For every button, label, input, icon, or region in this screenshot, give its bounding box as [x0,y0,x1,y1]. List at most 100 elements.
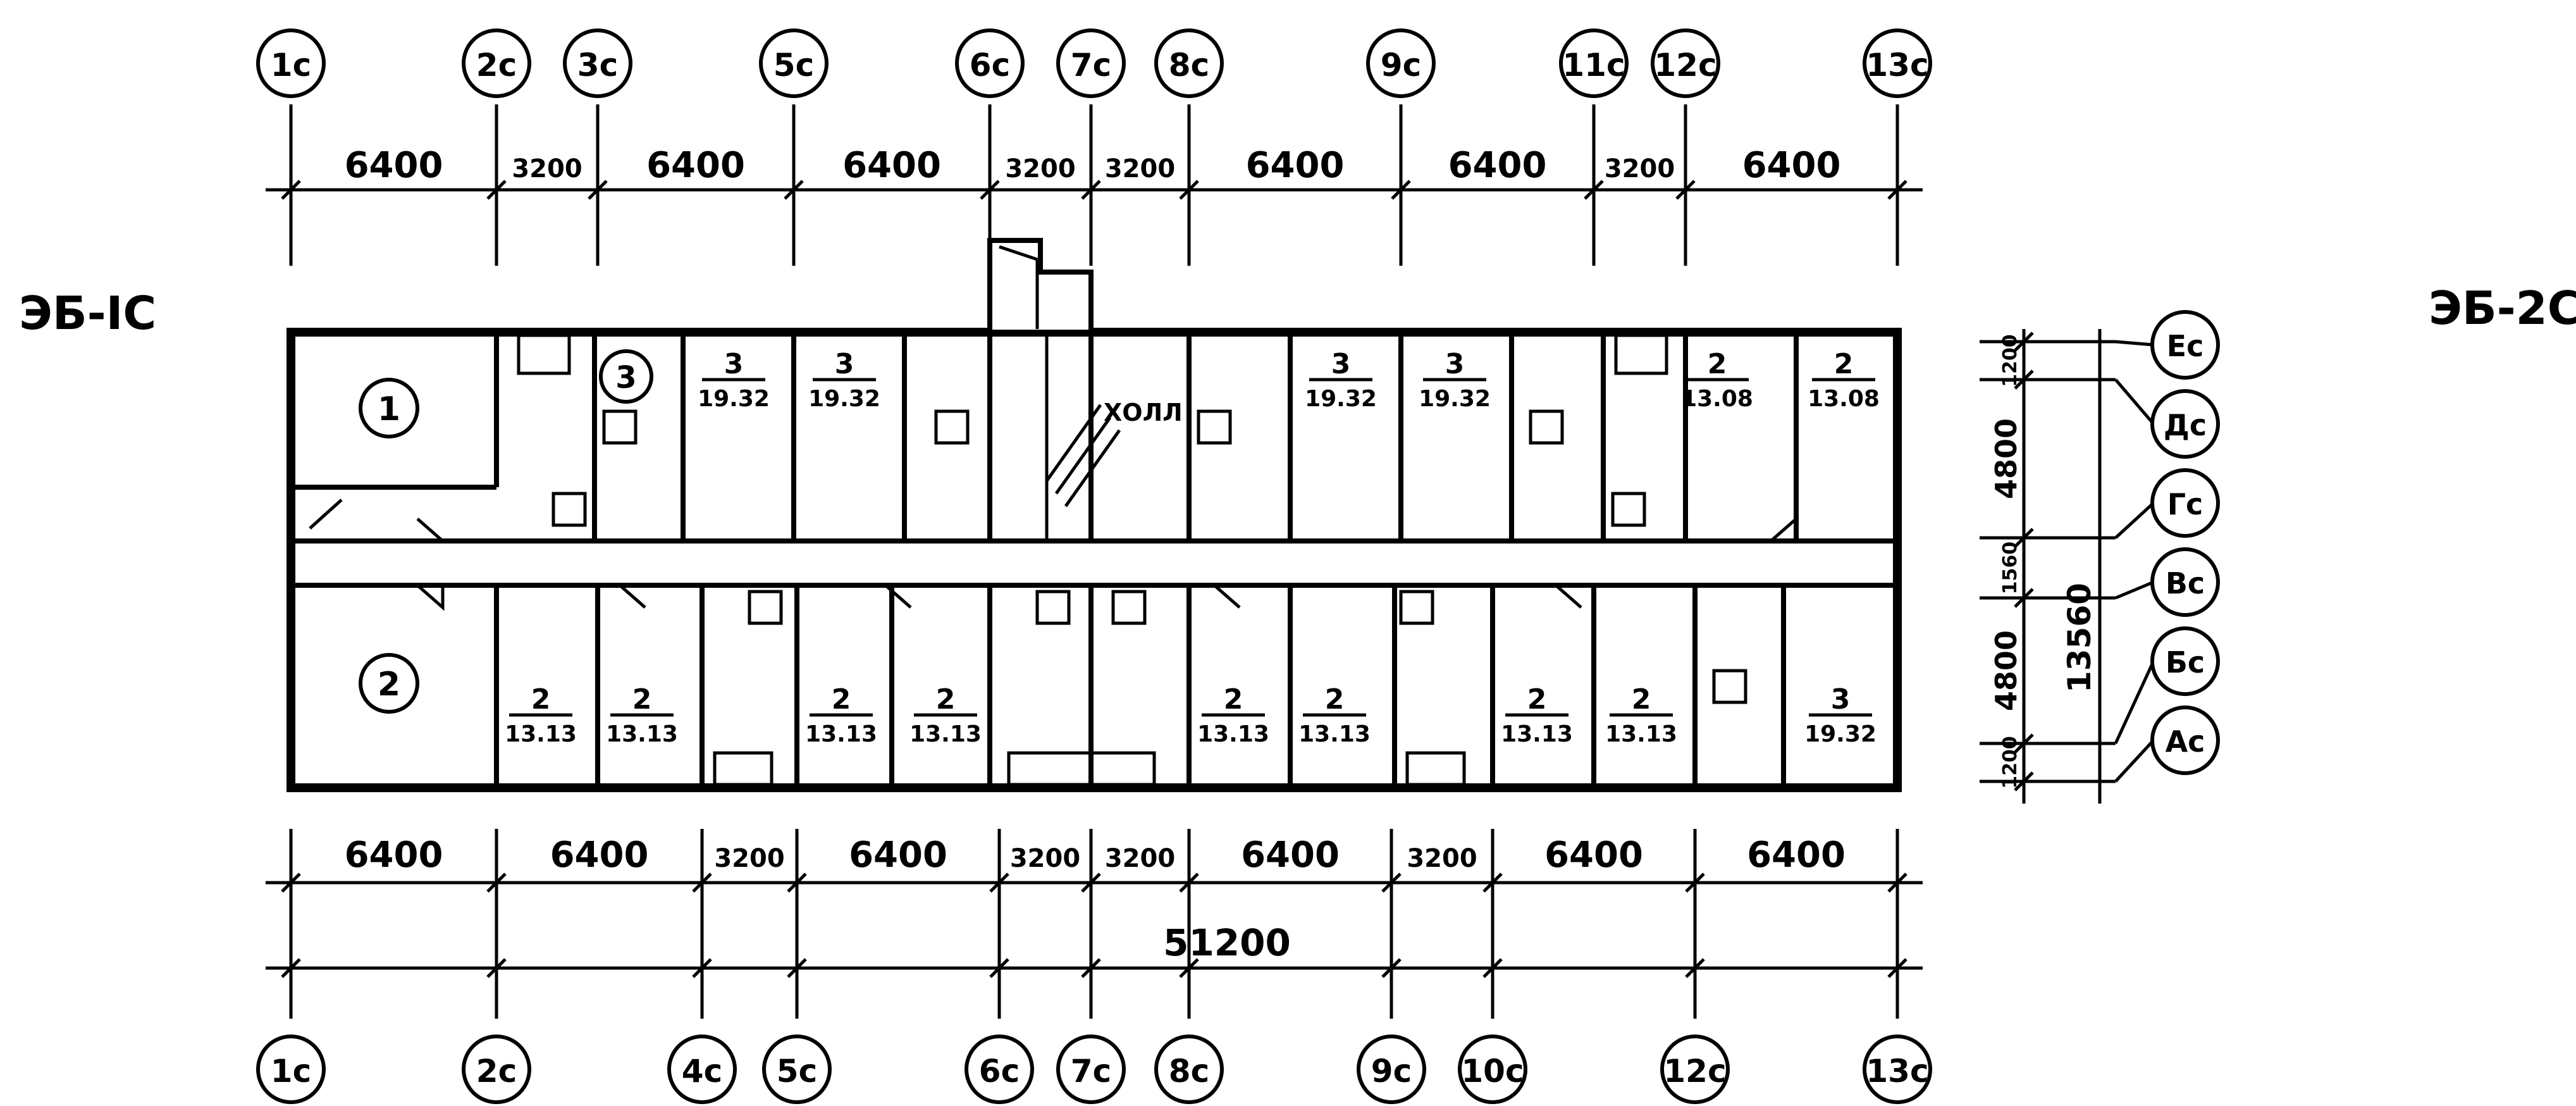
bottom-dimension-tick [989,873,1009,893]
room-count: 2 [1708,348,1727,380]
right-axis-label: Вс [2166,566,2205,600]
bottom-axis-bubble [256,1035,326,1104]
room-area: 13.13 [1501,721,1573,747]
top-axis-bubble [1559,28,1629,98]
bottom-axis-bubble [1863,1035,1932,1104]
room-count: 2 [632,683,652,716]
bottom-axis-bubble [462,1035,531,1104]
bottom-room-label: 213.13 [1298,683,1371,747]
bottom-dimension-value: 3200 [1407,844,1477,873]
bottom-axis-label: 12c [1663,1053,1726,1090]
top-dimension-tick [1675,180,1696,200]
top-axis-label: 7c [1071,47,1111,84]
bottom-room-label: 213.13 [606,683,678,747]
room-area: 13.13 [1298,721,1371,747]
top-axis-label: 2c [476,47,517,84]
room-number-2: 2 [378,666,400,704]
bottom-row-room-labels: 213.13213.13213.13213.13213.13213.13213.… [505,683,1877,747]
top-axis-label: 3c [577,47,618,84]
room-count: 3 [1331,348,1351,380]
right-axis-bubble [2150,705,2220,775]
bottom-dimension-value: 3200 [714,844,784,873]
top-dimension-tick [281,180,301,200]
bottom-axis-label: 1c [271,1053,311,1090]
right-axis-bubble [2150,468,2220,538]
top-axis-bubble [1056,28,1126,98]
bottom-total-tick [692,958,712,978]
bottom-row-partitions [494,585,1786,788]
room-count: 2 [1632,683,1651,716]
top-dimension-value: 6400 [1246,145,1345,186]
room-count: 2 [531,683,551,716]
right-dimension-value: 1560 [1999,542,2021,595]
top-room-label: 213.08 [1681,348,1753,412]
right-axis-label: Ас [2166,724,2205,759]
top-dimension-value: 6400 [842,145,941,186]
room-area: 13.13 [1605,721,1677,747]
bottom-axis-label: 7c [1071,1053,1111,1090]
right-dimension-tick [2014,588,2034,608]
top-axis-bubble [563,28,632,98]
room-area: 13.08 [1681,386,1753,412]
top-axis-bubble [955,28,1025,98]
top-row-partitions [291,332,1799,541]
top-dimension-value: 6400 [1448,145,1547,186]
bottom-dimension-tick [1179,873,1199,893]
room-area: 19.32 [1305,386,1377,412]
top-dimension-value: 3200 [1005,154,1075,183]
bottom-dimension-tick [692,873,712,893]
room-count: 2 [1834,348,1854,380]
top-axis-bubble [1651,28,1720,98]
room-number-3-circle [599,349,653,404]
bottom-axis-bubble [1154,1035,1224,1104]
top-axis-bubble [759,28,829,98]
bottom-axis-bubble [1357,1035,1426,1104]
right-axis-bubble [2150,310,2220,380]
top-axis-bubble [1154,28,1224,98]
top-axis-label: 8c [1169,47,1209,84]
top-room-label: 319.32 [698,348,770,412]
room-count: 3 [835,348,854,380]
room-number-3: 3 [615,360,636,395]
room-count: 2 [1527,683,1547,716]
bottom-dimension-tick [1482,873,1503,893]
room-count: 3 [1445,348,1465,380]
top-dimension-tick [1081,180,1101,200]
room-area: 19.32 [698,386,770,412]
right-axis-label: Ес [2167,329,2204,363]
top-axis-bubble [1863,28,1932,98]
right-axis-leader [2114,660,2155,745]
bottom-dimension-value: 6400 [345,835,443,876]
bottom-total-tick [1482,958,1503,978]
top-axis-bubble [462,28,531,98]
bottom-room-label: 213.13 [1501,683,1573,747]
top-room-label: 319.32 [1305,348,1377,412]
bottom-axis-label: 13c [1866,1053,1928,1090]
top-dimension-value: 3200 [1105,154,1175,183]
bottom-axis-label: 9c [1371,1053,1412,1090]
top-axis-bubble [256,28,326,98]
right-axis-leader [2115,340,2154,347]
room-area: 19.32 [808,386,880,412]
bottom-axis-bubble [762,1035,832,1104]
bottom-total-tick [281,958,301,978]
room-area: 19.32 [1419,386,1491,412]
right-dimension-value: 1200 [1999,334,2021,387]
right-dimension-value: 1200 [1999,736,2021,789]
room-count: 2 [1325,683,1345,716]
right-axis-bubble [2150,389,2220,459]
room-count: 2 [936,683,956,716]
right-dimension-tick [2014,370,2034,390]
bottom-total-tick [1887,958,1907,978]
room-count: 2 [1224,683,1243,716]
right-axis-bubble [2150,626,2220,696]
bottom-total-tick [1685,958,1705,978]
top-dimension-value: 6400 [345,145,443,186]
total-length-label: 51200 [1163,921,1291,964]
room-area: 13.08 [1808,386,1880,412]
bottom-dimension-value: 6400 [1241,835,1340,876]
top-dimension-tick [588,180,608,200]
